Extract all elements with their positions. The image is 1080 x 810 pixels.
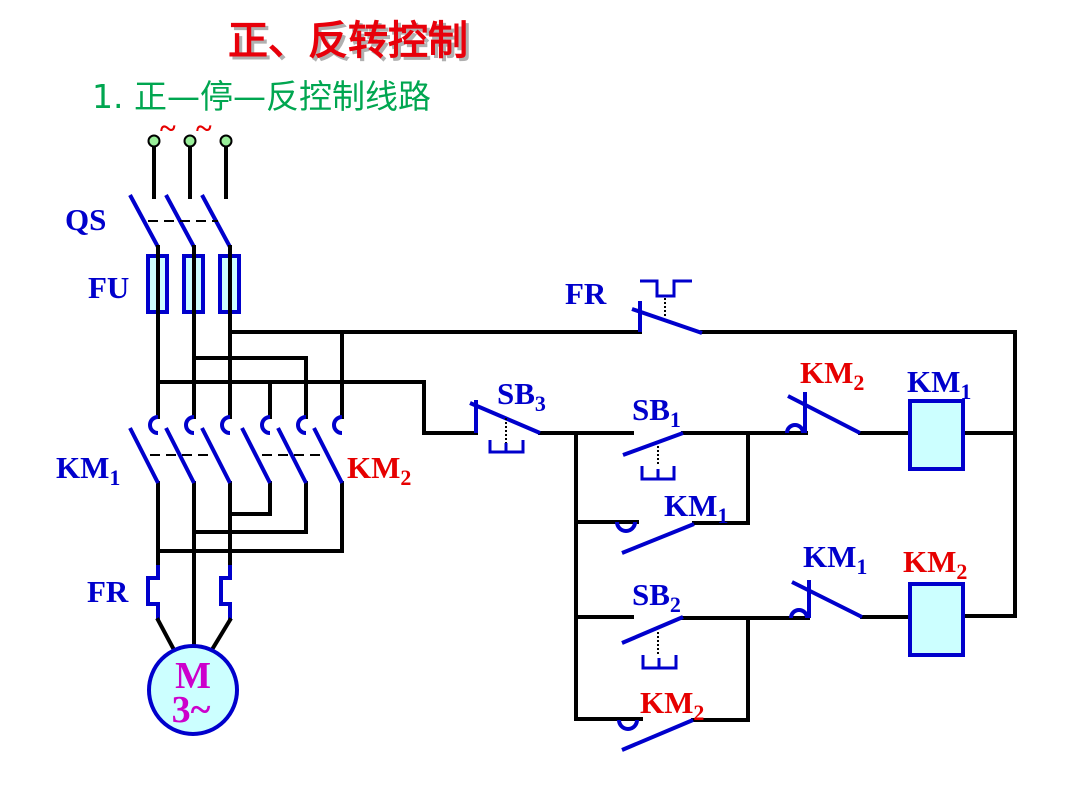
control-wiring: [538, 330, 1017, 722]
motor-circle: [147, 644, 239, 736]
sb2-contact: [621, 615, 684, 645]
km2-holding-blade: [617, 718, 694, 752]
km2-contact-l2: [276, 415, 308, 484]
km1-main-contacts: KM1: [56, 415, 232, 490]
km2-holding-contact: KM2: [617, 685, 704, 752]
km2-main-label: KM2: [347, 450, 411, 490]
fr-heater-l3: [219, 565, 232, 620]
km1-coil-box: [908, 399, 965, 471]
motor-label: M: [175, 655, 211, 697]
km2-holding-label: KM2: [640, 685, 704, 725]
km1-contact-l3: [200, 415, 232, 484]
km1-coil: KM1: [907, 364, 971, 471]
km2-contact-l3: [312, 415, 344, 484]
slide-title: 正、反转控制: [228, 18, 468, 64]
km2-coil-label: KM2: [903, 544, 967, 584]
km1-interlock-contact: KM1: [789, 539, 867, 619]
fr-nc-contact: FR: [565, 276, 703, 335]
qs-switch: QS: [65, 194, 232, 248]
motor-phase-label: 3~: [172, 689, 211, 731]
fr-heaters: FR: [87, 565, 233, 651]
km1-holding-contact: KM1: [615, 488, 728, 555]
sb1-push-icon: [640, 466, 676, 481]
km2-interlock-blade: [785, 392, 861, 435]
fu-fuses: FU: [88, 254, 241, 314]
sb1-forward-button: SB1: [622, 392, 684, 481]
sb1-label: SB1: [632, 392, 681, 432]
sb2-reverse-button: SB2: [621, 577, 684, 670]
km1-interlock-blade: [789, 580, 863, 619]
sb2-label: SB2: [632, 577, 681, 617]
km1-holding-label: KM1: [664, 488, 728, 528]
sb1-contact: [622, 431, 684, 457]
motor: M 3~: [147, 644, 239, 736]
terminal-l1: [147, 134, 161, 148]
fr-contact-label: FR: [565, 276, 607, 311]
sb2-push-icon: [641, 655, 678, 670]
km2-main-contacts: KM2: [240, 415, 411, 490]
power-wiring: [156, 245, 642, 647]
terminal-l2: [183, 134, 197, 148]
km2-coil: KM2: [903, 544, 967, 657]
terminal-l3: [219, 134, 233, 148]
fr-heater-l1: [146, 565, 160, 620]
km2-interlock-contact: KM2: [785, 355, 864, 435]
sb3-label: SB3: [497, 376, 546, 416]
slide-subtitle: 1. 正—停—反控制线路: [92, 77, 431, 116]
km1-main-label: KM1: [56, 450, 120, 490]
motor-leads: [155, 617, 233, 651]
km1-contact-l1: [128, 415, 160, 484]
supply-wires: [152, 144, 228, 199]
km2-coil-box: [908, 582, 965, 657]
power-supply: ~ ~: [147, 112, 233, 199]
km1-contact-l2: [164, 415, 196, 484]
ac-symbol: ~: [160, 112, 176, 145]
fr-thermal-actuator: [640, 279, 692, 298]
sb3-push-icon: [488, 440, 525, 454]
fu-label: FU: [88, 270, 129, 305]
fr-contact-blade: [631, 301, 703, 335]
slide-title-shadow: 正、反转控制: [231, 21, 471, 67]
km2-contact-l1: [240, 415, 272, 484]
km1-interlock-label: KM1: [803, 539, 867, 579]
km1-coil-label: KM1: [907, 364, 971, 404]
km1-holding-blade: [615, 521, 695, 555]
sb3-stop-button: SB3: [469, 376, 546, 454]
ac-symbol: ~: [196, 112, 212, 145]
km2-interlock-label: KM2: [800, 355, 864, 395]
qs-label: QS: [65, 202, 106, 237]
fr-heater-label: FR: [87, 574, 129, 609]
